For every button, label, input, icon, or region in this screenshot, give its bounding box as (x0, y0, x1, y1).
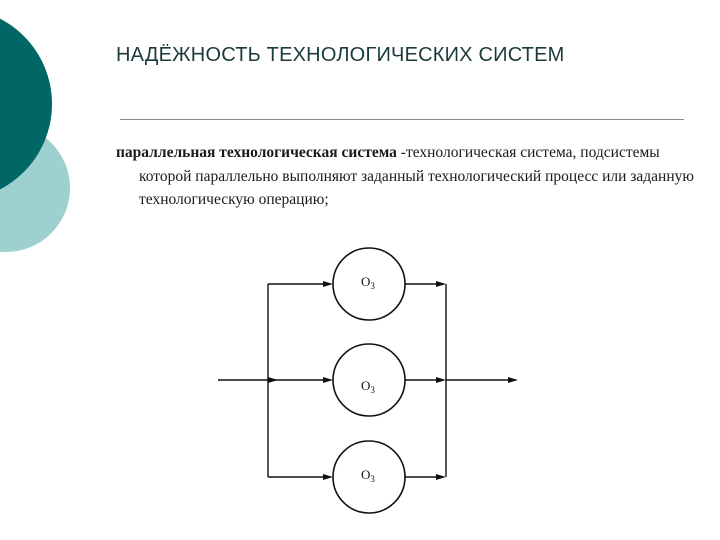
branch-3-out-arrow (436, 474, 446, 480)
branch-2-in-arrow (323, 377, 333, 383)
decor-circle-dark (0, 18, 52, 190)
node-3-label: О3 (361, 467, 375, 484)
branch-3-in-arrow (323, 474, 333, 480)
definition-term: параллельная технологическая система (116, 144, 397, 161)
slide-title: НАДЁЖНОСТЬ ТЕХНОЛОГИЧЕСКИХ СИСТЕМ (116, 44, 565, 66)
node-1-label: О3 (361, 274, 375, 291)
definition-paragraph: параллельная технологическая система -те… (116, 141, 699, 212)
node-1 (332, 247, 406, 321)
branch-1-out-arrow (436, 281, 446, 287)
branch-1-in-arrow (323, 281, 333, 287)
title-divider (120, 119, 684, 120)
node-3 (332, 440, 406, 514)
branch-2-out-arrow (436, 377, 446, 383)
definition-text: -технологическая система, подсистемы кот… (139, 144, 694, 208)
node-2-label: О3 (361, 378, 375, 395)
node-2 (332, 343, 406, 417)
output-arrow (508, 377, 518, 383)
